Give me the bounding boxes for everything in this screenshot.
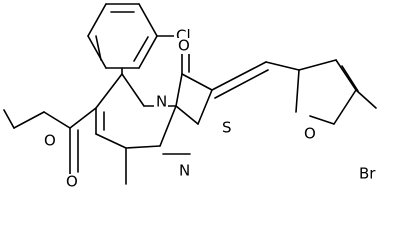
chemical-structure-diagram: Cl O N S N O Br O O	[3, 3, 381, 191]
bromofuran-substituent	[211, 59, 377, 125]
ring-nitrogen-label: N	[156, 93, 167, 111]
thiazole-sulfur-label: S	[222, 119, 232, 137]
bromine-label: Br	[359, 165, 376, 183]
chlorophenyl-ring	[87, 3, 177, 75]
pyrimidine-nitrogen-label: N	[179, 162, 190, 180]
ethyl-ester-group	[3, 107, 127, 185]
atom-labels: Cl O N S N O Br O O	[42, 27, 381, 191]
furan-oxygen-label: O	[304, 125, 316, 143]
ester-carbonyl-oxygen-label: O	[66, 173, 78, 191]
ester-ether-oxygen-label: O	[44, 132, 56, 150]
ketone-oxygen-label: O	[178, 37, 190, 55]
